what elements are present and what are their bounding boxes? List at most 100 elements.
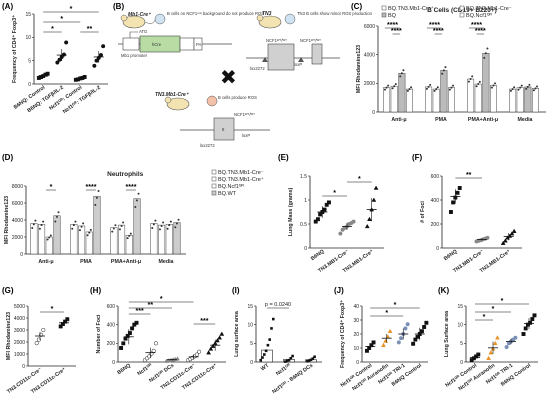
data-point-d: [42, 220, 45, 223]
data-point-c: [394, 83, 397, 86]
y-tick-label-G: 4000: [14, 316, 25, 322]
data-point-c: [406, 89, 409, 92]
panel-label-c: (C): [351, 2, 362, 11]
data-point-c: [513, 86, 516, 89]
data-point-c: [442, 69, 445, 72]
x-tick-label-H: Ncf1ᴳᴿ: [137, 362, 154, 377]
bar-c: [490, 85, 497, 113]
sig-label-d: ****: [126, 184, 137, 191]
data-point-F: [451, 200, 456, 205]
data-point-G: [41, 327, 46, 333]
exon-box: [213, 117, 235, 141]
data-point-d: [55, 215, 58, 218]
y-axis-title-C: MFI Rhodamine123: [356, 45, 362, 93]
data-point-H: [134, 320, 139, 325]
y-tick-label-E: 1.5: [300, 174, 307, 180]
data-point-F: [457, 186, 462, 190]
data-point-c: [478, 80, 481, 83]
data-point-H: [153, 341, 158, 346]
data-point-i: [306, 359, 309, 363]
data-point-c: [402, 69, 405, 72]
y-tick-label-C: 0: [372, 110, 375, 116]
legend-label-c: BQ.Ncf1ᴳᴿ: [466, 12, 493, 19]
bar-c: [524, 86, 532, 113]
chart-title-c: B Cells (CD19+ B220+): [427, 7, 497, 14]
data-point-d: [95, 196, 98, 199]
data-point-c: [444, 66, 447, 69]
y-tick-label-C: 2000: [364, 81, 375, 87]
annotation-i: p = 0.0240: [265, 302, 291, 308]
sig-label-H: ***: [136, 308, 144, 315]
y-tick-label-I: 0: [250, 360, 253, 366]
bar-c: [425, 86, 433, 113]
data-point-J: [365, 348, 369, 353]
data-point-J: [413, 337, 418, 342]
x-tick-label-I: Ncf1ᴳᴿ: [275, 362, 292, 377]
panel-label-j: (J): [334, 286, 344, 295]
y-axis-title-F: # of Foci: [420, 201, 426, 223]
sig-label-c: ****: [471, 22, 482, 29]
atg-arrow: [129, 31, 138, 38]
y-tick-label-J: 30: [353, 318, 359, 324]
sig-label-c: ****: [387, 22, 398, 29]
lox-triangle-2: [298, 57, 304, 62]
y-axis-title-J: Frequency of CD4⁺ Foxp3⁺: [340, 300, 346, 368]
y-tick-label-C: 4000: [364, 52, 375, 58]
data-point-d: [154, 219, 157, 222]
data-point-E: [338, 231, 343, 236]
cre-label: hCre: [152, 42, 162, 47]
legend-label-c: BQ.TN3.Mb1-Cre⁻: [466, 6, 512, 12]
data-point-d: [126, 237, 129, 240]
data-point-d: [137, 192, 140, 195]
data-point-i: [311, 357, 315, 360]
data-point-c: [391, 87, 394, 90]
data-point-d: [72, 224, 75, 227]
data-point-K: [488, 350, 494, 355]
data-point-G: [34, 341, 39, 346]
bar-c: [406, 88, 413, 113]
data-point-i: [309, 358, 313, 362]
y-tick-label-J: 10: [353, 346, 359, 352]
bar-c: [390, 85, 398, 113]
y-tick-label-I: 10: [247, 322, 253, 328]
data-point-c: [534, 87, 537, 90]
data-point-G: [60, 322, 65, 326]
data-point-c: [517, 88, 520, 91]
lox-label-3: lox2272: [200, 143, 215, 148]
data-point-d: [89, 228, 92, 231]
data-point-H: [151, 348, 156, 353]
bar-c: [482, 52, 490, 113]
data-point-J: [399, 336, 404, 341]
x-tick-label-c: PMA: [435, 117, 447, 123]
data-point-i: [270, 327, 273, 330]
bar-d: [53, 215, 61, 255]
data-point-c: [509, 89, 512, 92]
y-tick-label-A: 0: [28, 82, 31, 88]
data-point-d: [86, 234, 89, 237]
mb1-promoter-label: Mb1 promoter: [121, 53, 148, 58]
legend-swatch-c: [459, 5, 465, 11]
sig-label-H: ***: [200, 318, 208, 325]
data-point-d: [80, 225, 83, 228]
data-point-i: [263, 353, 266, 356]
legend-swatch-c: [381, 12, 387, 18]
y-tick-label-J: 0: [356, 360, 359, 366]
data-point-i: [259, 358, 262, 362]
bar-c: [474, 83, 482, 113]
y-tick-label-C: 6000: [364, 24, 375, 30]
mouse1-note: B cells on NCF1ᵐ¹ʲ background do not pro…: [167, 11, 264, 16]
data-point-c: [385, 86, 388, 89]
x-tick-label-E: B6NQ: [310, 249, 325, 262]
data-point-i: [266, 343, 270, 347]
data-point-c: [519, 86, 522, 89]
sig-label-A: *: [51, 26, 54, 33]
panel-label-e: (E): [278, 153, 289, 162]
legend-swatch-d: [211, 176, 217, 182]
panel-label-b: (B): [113, 2, 124, 11]
data-point-c: [532, 89, 535, 92]
data-point-H: [194, 352, 199, 357]
data-point-d: [88, 231, 91, 234]
bar-c: [398, 73, 406, 113]
sig-label-J: *: [385, 310, 388, 317]
x-tick-label-I: Ncf1ᴳᴿ - B6NQ DCs: [271, 363, 314, 396]
